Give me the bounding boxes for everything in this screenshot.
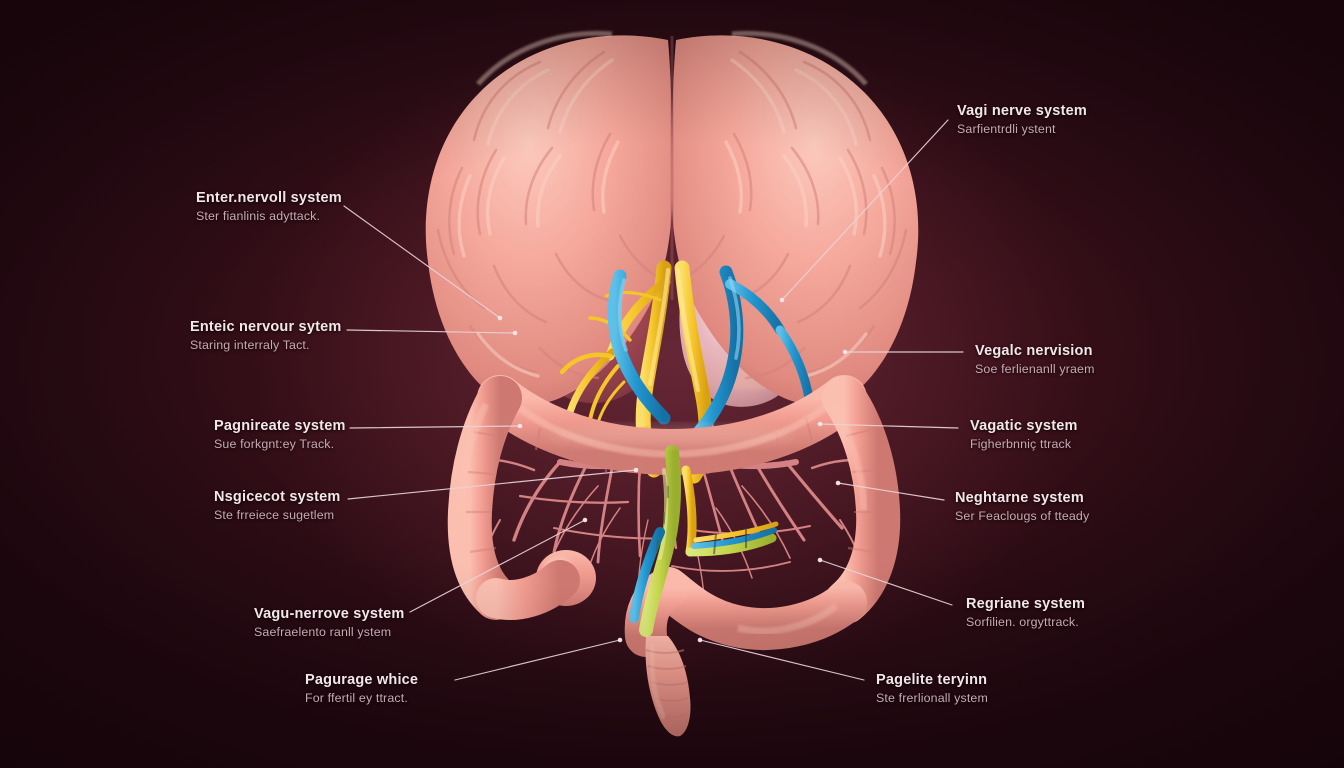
label-subtitle: Sue forkgnt:ey Track. [214,437,335,451]
label-negicecot[interactable]: Nsgicecot system Ste frreiece sugetlem [214,489,341,522]
label-pancreate[interactable]: Pagnireate system Sue forkgnt:ey Track. [214,418,346,451]
label-title: Pagnireate system [214,418,346,434]
label-subtitle: Figherbnniç ttrack [970,437,1072,451]
leader-line-pancreate [349,425,521,429]
label-subtitle: Ste frerlionall ystem [876,691,988,705]
label-title: Nsgicecot system [214,489,341,505]
leader-line-negicecot [347,469,637,500]
label-vegalc[interactable]: Vegalc nervision Soe ferlienanll yraem [975,343,1095,376]
leader-line-vagus-nerve-lower [409,519,586,613]
label-title: Neghtarne system [955,490,1084,506]
leader-dot [697,637,703,643]
leader-dot [817,557,823,563]
leader-dot [512,330,518,336]
rectum [645,636,691,737]
leader-line-pagelite [699,639,865,681]
leader-dot [817,421,823,427]
label-subtitle: Ster fianlinis adyttack. [196,209,321,223]
label-subtitle: Saefraelento ranll ystem [254,625,392,639]
label-title: Pagurage whice [305,672,419,688]
leader-dot [517,423,523,429]
label-title: Pagelite teryinn [876,672,988,688]
label-title: Enter.nervoll system [196,190,342,206]
label-vagatic[interactable]: Vagatic system Figherbnniç ttrack [970,418,1078,451]
label-pagurage[interactable]: Pagurage whice For ffertil ey ttract. [305,672,418,705]
label-subtitle: Sarfientrdli ystent [957,122,1056,136]
label-subtitle: Sorfilien. orgyttrack. [966,615,1079,629]
label-title: Vagu-nerrove system [254,606,405,622]
ascending-colon [447,376,522,620]
label-pagelite[interactable]: Pagelite teryinn Ste frerlionall ystem [876,672,988,705]
label-subtitle: Ser Feaclougs of tteady [955,509,1090,523]
leader-dot [779,297,785,303]
leader-line-pagurage [454,639,621,681]
leader-line-enteric-nervous [346,329,516,334]
leader-dot [842,349,848,355]
label-subtitle: Ste frreiece sugetlem [214,508,335,522]
label-regriane[interactable]: Regriane system Sorfilien. orgyttrack. [966,596,1085,629]
label-vagi-nerve[interactable]: Vagi nerve system Sarfientrdli ystent [957,103,1087,136]
leader-dot [582,517,588,523]
leader-line-vagatic [819,423,959,429]
label-enteric-nervous[interactable]: Enteic nervour sytem Staring interraly T… [190,319,341,352]
label-title: Vagi nerve system [957,103,1087,119]
leader-dot [617,637,623,643]
leader-dot [497,315,503,321]
label-title: Vegalc nervision [975,343,1093,359]
descending-colon [822,376,901,624]
label-enteric-upper[interactable]: Enter.nervoll system Ster fianlinis adyt… [196,190,342,223]
label-subtitle: Staring interraly Tact. [190,338,310,352]
label-title: Vagatic system [970,418,1078,434]
label-vagus-nerve-lower[interactable]: Vagu-nerrove system Saefraelento ranll y… [254,606,404,639]
leader-dot [633,467,639,473]
label-subtitle: Soe ferlienanll yraem [975,362,1095,376]
spinal-nerve-cord [629,445,779,637]
label-subtitle: For ffertil ey ttract. [305,691,408,705]
leader-line-enteric-upper [343,205,501,319]
cecum [476,550,596,620]
leader-line-regriane [819,559,953,606]
label-title: Regriane system [966,596,1086,612]
leader-dot [835,480,841,486]
leader-line-neghtame [837,482,945,501]
label-title: Enteic nervour sytem [190,319,342,335]
label-neghtame[interactable]: Neghtarne system Ser Feaclougs of tteady [955,490,1089,523]
leader-line-vagi-nerve [781,119,949,301]
